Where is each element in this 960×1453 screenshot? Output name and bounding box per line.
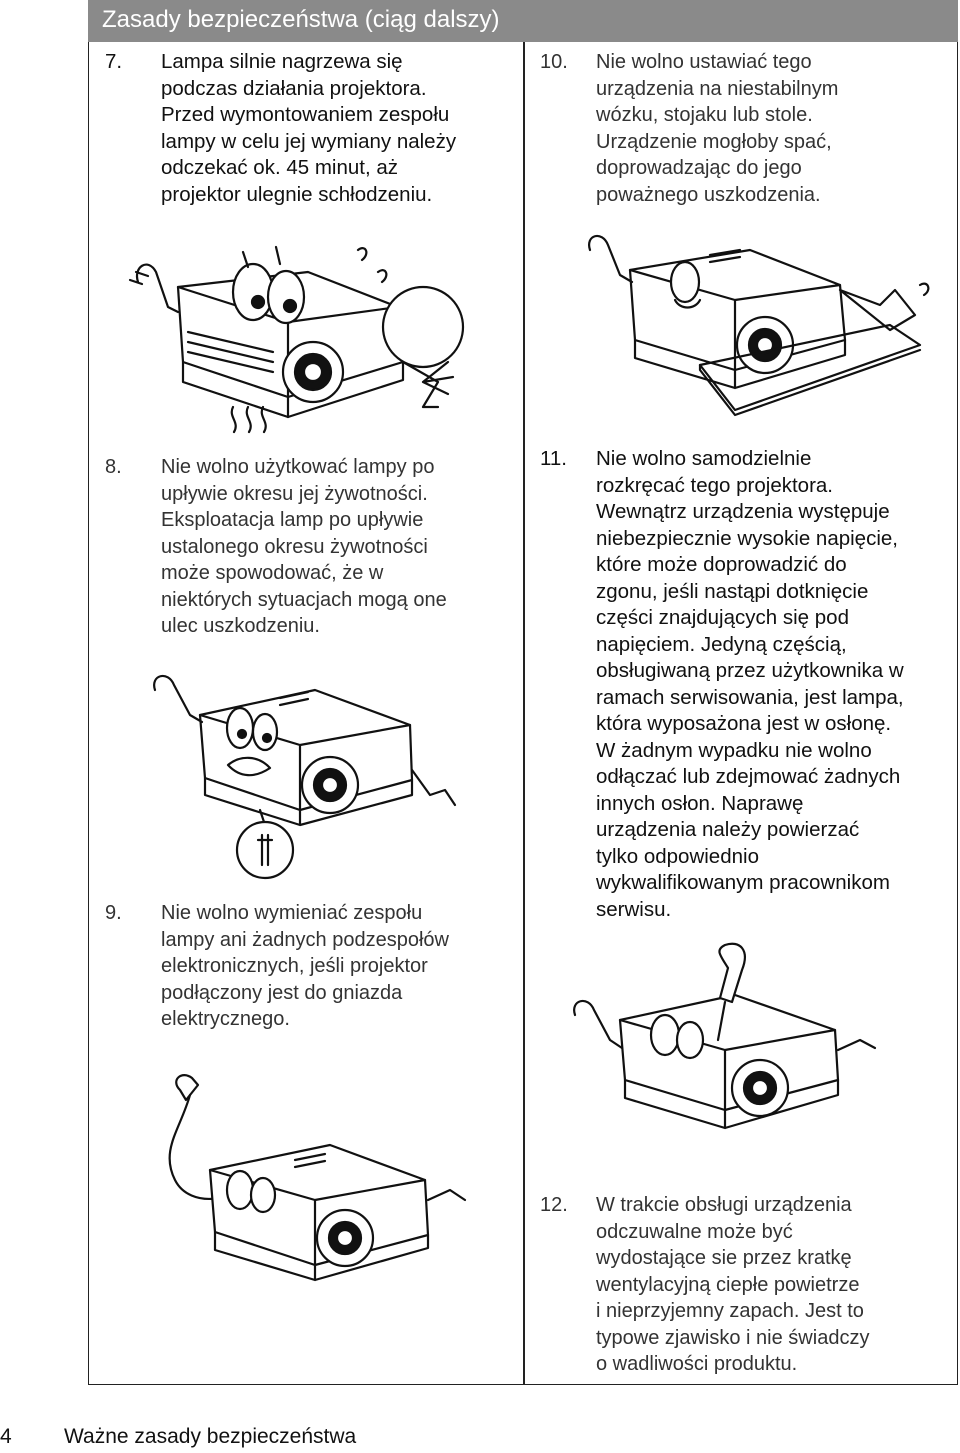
item-text-line: Nie wolno wymieniać zespołu [161,902,423,924]
item-text-line: zgonu, jeśli nastąpi dotknięcie [596,579,869,603]
section-header: Zasady bezpieczeństwa (ciąg dalszy) [88,0,958,42]
item-number: 12. [540,1194,568,1216]
item-text-line: Eksploatacja lamp po upływie [161,509,424,531]
item-number: 7. [105,50,123,73]
item-text-line: urządzenia należy powierzać [596,818,860,841]
item-text-line: rozkręcać tego projektora. [596,473,834,497]
item-text-line: serwisu. [596,897,672,921]
item-number: 11. [540,447,567,470]
item-text-line: która wyposażona jest w osłonę. [596,712,892,735]
page-number: 4 [0,1425,12,1448]
footer-section-title: Ważne zasady bezpieczeństwa [64,1425,357,1448]
item-text-line: wentylacyjną ciepłe powietrze [596,1273,860,1296]
item-text-line: elektrycznego. [161,1008,290,1030]
item-text-line: Nie wolno ustawiać tego [596,51,812,73]
item-text-line: lampy w celu jej wymiany należy [161,129,457,153]
item-text-line: może spowodować, że w [161,562,384,584]
item-text-line: części znajdujących się pod [596,606,849,629]
item-text-line: upływie okresu jej żywotności. [161,482,428,505]
item-text-line: tylko odpowiednio [596,844,759,868]
item-text-line: odczekać ok. 45 minut, aż [161,156,399,179]
column-divider [523,42,525,1385]
item-number: 9. [105,902,122,924]
item-text-line: Nie wolno użytkować lampy po [161,456,435,478]
item-text-line: niebezpiecznie wysokie napięcie, [596,526,898,550]
item-text-line: napięciem. Jedyną częścią, [596,632,847,656]
item-text-line: poważnego uszkodzenia. [596,183,821,206]
item-text-line: W żadnym wypadku nie wolno [596,738,872,762]
item-text-line: wykwalifikowanym pracownikom [596,871,890,894]
item-text-line: Przed wymontowaniem zespołu [161,103,450,126]
item-text-line: elektronicznych, jeśli projektor [161,955,428,977]
item-text-line: doprowadzając do jego [596,157,802,179]
unstable-cart-illustration [588,234,930,417]
section-header-title: Zasady bezpieczeństwa (ciąg dalszy) [102,6,500,33]
item-text-line: odczuwalne może być [596,1220,793,1243]
item-text-line: i nieprzyjemny zapach. Jest to [596,1300,864,1322]
item-text-line: obsługiwaną przez użytkownika w [596,659,904,682]
item-text-line: podłączony jest do gniazda [161,981,403,1004]
item-text-line: które może doprowadzić do [596,553,847,576]
item-text-line: ustalonego okresu żywotności [161,535,428,558]
item-text-line: lampy ani żadnych podzespołów [161,928,449,951]
item-text-line: Urządzenie mogłoby spać, [596,130,832,153]
screwdriver-projector-illustration [573,942,877,1130]
item-text-line: innych osłon. Naprawę [596,791,804,815]
item-text-line: wózku, stojaku lub stole. [596,104,813,126]
item-text-line: odłączać lub zdejmować żadnych [596,765,901,788]
hot-projector-illustration [128,245,465,434]
lamp-lifespan-illustration [153,674,457,880]
plugged-projector-illustration [168,1074,467,1282]
item-text-line: Lampa silnie nagrzewa się [161,50,403,73]
item-text-line: Wewnątrz urządzenia występuje [596,500,890,523]
item-text-line: urządzenia na niestabilnym [596,77,839,100]
item-text-line: niektórych sytuacjach mogą one [161,588,447,611]
item-text-line: ulec uszkodzeniu. [161,615,320,637]
item-text-line: W trakcie obsługi urządzenia [596,1194,852,1216]
item-text-line: o wadliwości produktu. [596,1353,798,1375]
item-number: 8. [105,456,122,478]
item-text-line: podczas działania projektora. [161,76,427,100]
item-text-line: projektor ulegnie schłodzeniu. [161,182,433,206]
item-number: 10. [540,51,568,73]
item-text-line: Nie wolno samodzielnie [596,447,812,470]
item-text-line: typowe zjawisko i nie świadczy [596,1326,870,1349]
item-text-line: ramach serwisowania, jest lampa, [596,685,904,709]
item-text-line: wydostające sie przez kratkę [596,1247,852,1269]
